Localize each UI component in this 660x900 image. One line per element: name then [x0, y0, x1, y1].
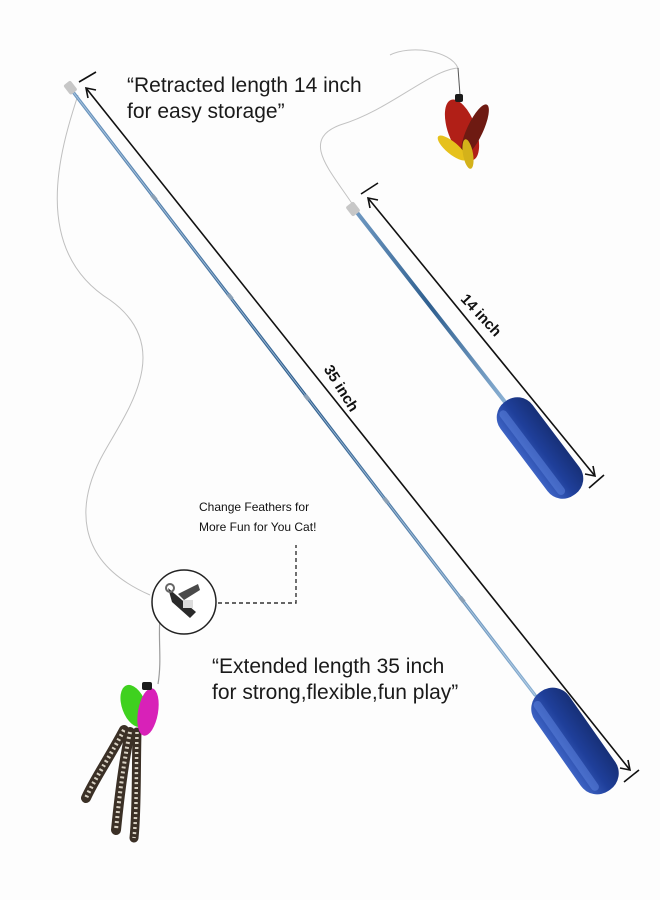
clip-closeup	[151, 545, 297, 635]
extended-wand-handle	[531, 687, 619, 795]
extended-wand-tip	[63, 81, 77, 95]
retracted-caption-line-2: for easy storage”	[127, 100, 285, 123]
change-feathers-line-1: Change Feathers for	[199, 500, 310, 514]
extended-caption-line-2: for strong,flexible,fun play”	[212, 681, 459, 704]
change-feathers-line-2: More Fun for You Cat!	[199, 520, 317, 534]
extended-caption-line-1: “Extended length 35 inch	[212, 655, 445, 678]
extended-wand	[56, 81, 619, 795]
clip-connector-line	[218, 545, 297, 604]
extended-length-caption: “Extended length 35 inch for strong,flex…	[212, 654, 458, 706]
retracted-wand-handle	[496, 397, 584, 499]
feather-bundle-large	[81, 682, 159, 843]
retracted-wand-tip	[346, 202, 360, 216]
dimension-line-14	[360, 182, 605, 489]
feather-bundle-small	[437, 67, 489, 169]
retracted-wand-rod	[353, 208, 507, 404]
change-feathers-caption: Change Feathers for More Fun for You Cat…	[199, 497, 316, 537]
extended-wand-joints	[150, 193, 466, 604]
retracted-caption-line-1: “Retracted length 14 inch	[127, 74, 362, 97]
dimension-line-35	[78, 71, 640, 783]
retracted-wand-string	[319, 49, 459, 206]
retracted-length-caption: “Retracted length 14 inch for easy stora…	[127, 73, 362, 125]
retracted-wand	[319, 49, 584, 499]
